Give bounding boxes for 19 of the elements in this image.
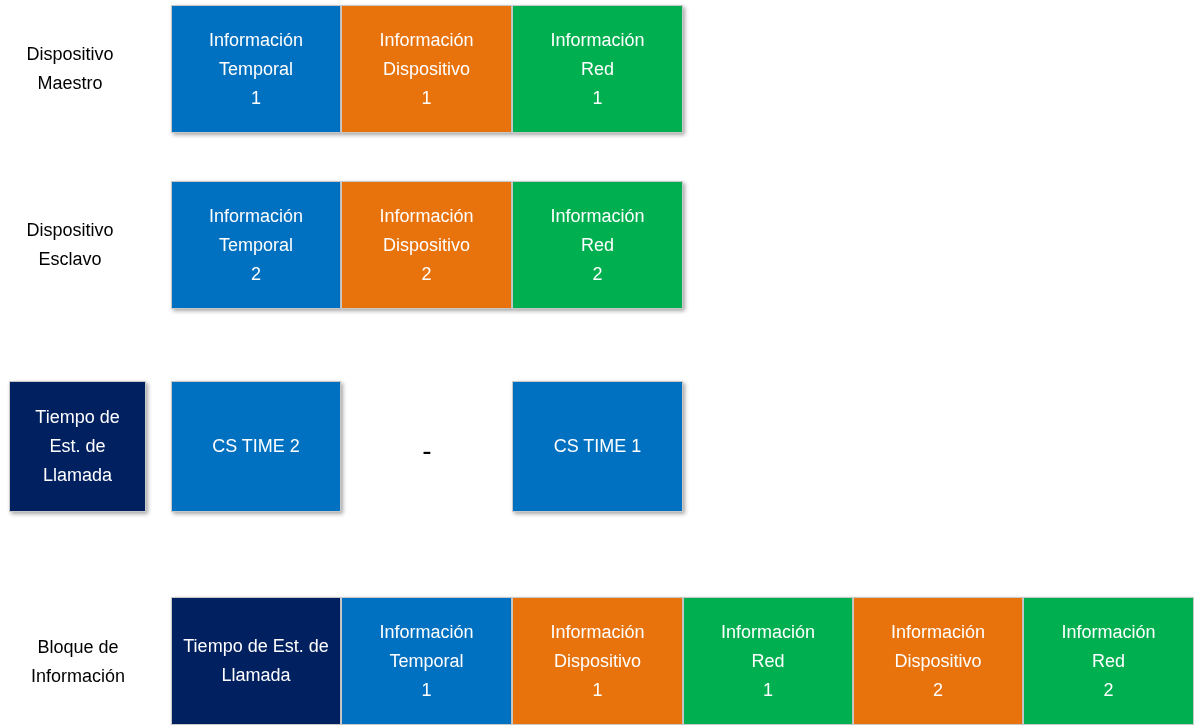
data-block: Información Dispositivo 1 [341, 5, 512, 133]
data-block: Información Red 2 [1023, 597, 1194, 725]
data-block: Tiempo de Est. de Llamada [9, 381, 146, 512]
row-label: Bloque de Información [29, 636, 126, 688]
minus-sign: - [421, 435, 433, 465]
data-block: Información Dispositivo 1 [512, 597, 683, 725]
data-block: Información Temporal 2 [171, 181, 341, 309]
data-block: Información Dispositivo 2 [853, 597, 1023, 725]
data-block: Información Red 1 [512, 5, 683, 133]
data-block: Información Temporal 1 [341, 597, 512, 725]
data-block: Información Red 2 [512, 181, 683, 309]
data-block: Información Temporal 1 [171, 5, 341, 133]
data-block: Tiempo de Est. de Llamada [171, 597, 341, 725]
data-block: Información Dispositivo 2 [341, 181, 512, 309]
row-label: Dispositivo Maestro [25, 43, 115, 95]
data-block: Información Red 1 [683, 597, 853, 725]
row-label: Dispositivo Esclavo [25, 219, 115, 271]
data-block: CS TIME 1 [512, 381, 683, 512]
data-block: CS TIME 2 [171, 381, 341, 512]
